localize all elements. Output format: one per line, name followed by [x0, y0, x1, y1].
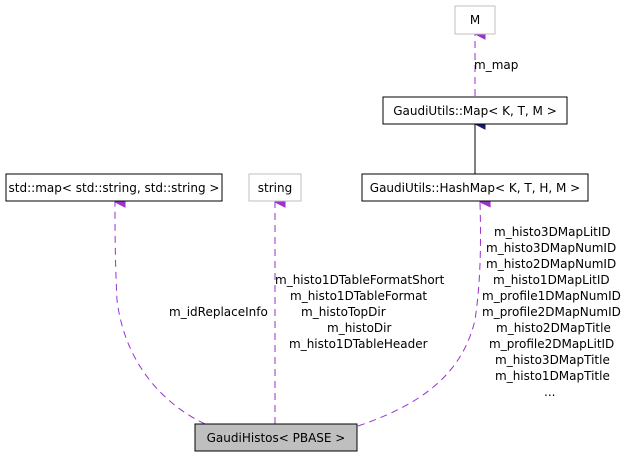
node-label: GaudiUtils::HashMap< K, T, H, M >	[370, 181, 580, 195]
edge-label-hashmap-member: m_profile2DMapLitID	[489, 337, 614, 351]
edge-label-hashmap-member: m_histo3DMapLitID	[494, 225, 611, 239]
edge-label-hashmap-member: m_profile2DMapNumID	[482, 305, 621, 319]
edge-labels-string-members: m_histo1DTableFormatShort m_histo1DTable…	[275, 273, 445, 351]
edge-labels-hashmap-members: m_histo3DMapLitID m_histo3DMapNumID m_hi…	[482, 225, 621, 399]
node-gaudihistos[interactable]: GaudiHistos< PBASE >	[194, 423, 358, 452]
node-m[interactable]: M	[454, 5, 496, 35]
edge-label-hashmap-member: m_histo3DMapTitle	[495, 353, 610, 367]
edge-label-string-member: m_histo1DTableFormatShort	[275, 273, 445, 287]
edge-label-hashmap-member: ...	[544, 385, 555, 399]
edge-label-hashmap-member: m_histo1DMapTitle	[495, 369, 610, 383]
edge-label-hashmap-member: m_histo1DMapLitID	[493, 273, 610, 287]
edge-label-hashmap-member: m_histo3DMapNumID	[486, 241, 616, 255]
node-hashmap[interactable]: GaudiUtils::HashMap< K, T, H, M >	[361, 173, 589, 202]
node-stdmap[interactable]: std::map< std::string, std::string >	[5, 173, 223, 202]
edge-label-string-member: m_histoDir	[327, 321, 392, 335]
node-label: M	[470, 13, 480, 27]
node-map[interactable]: GaudiUtils::Map< K, T, M >	[382, 96, 568, 125]
node-label: GaudiHistos< PBASE >	[207, 431, 346, 445]
edge-label-hashmap-member: m_profile1DMapNumID	[482, 289, 621, 303]
edge-label-m-map: m_map	[474, 58, 518, 72]
edge-gaudihistos-to-hashmap	[357, 202, 480, 427]
node-label: string	[258, 181, 292, 195]
edge-label-id-replace-info: m_idReplaceInfo	[169, 305, 268, 319]
edge-label-hashmap-member: m_histo2DMapNumID	[486, 257, 616, 271]
edge-label-hashmap-member: m_histo2DMapTitle	[496, 321, 611, 335]
edge-gaudihistos-to-stdmap	[115, 202, 206, 425]
edge-label-string-member: m_histo1DTableHeader	[289, 337, 428, 351]
node-label: GaudiUtils::Map< K, T, M >	[393, 104, 557, 118]
edge-label-string-member: m_histoTopDir	[301, 305, 386, 319]
node-label: std::map< std::string, std::string >	[9, 181, 220, 195]
edge-label-string-member: m_histo1DTableFormat	[290, 289, 427, 303]
node-string[interactable]: string	[248, 173, 302, 202]
